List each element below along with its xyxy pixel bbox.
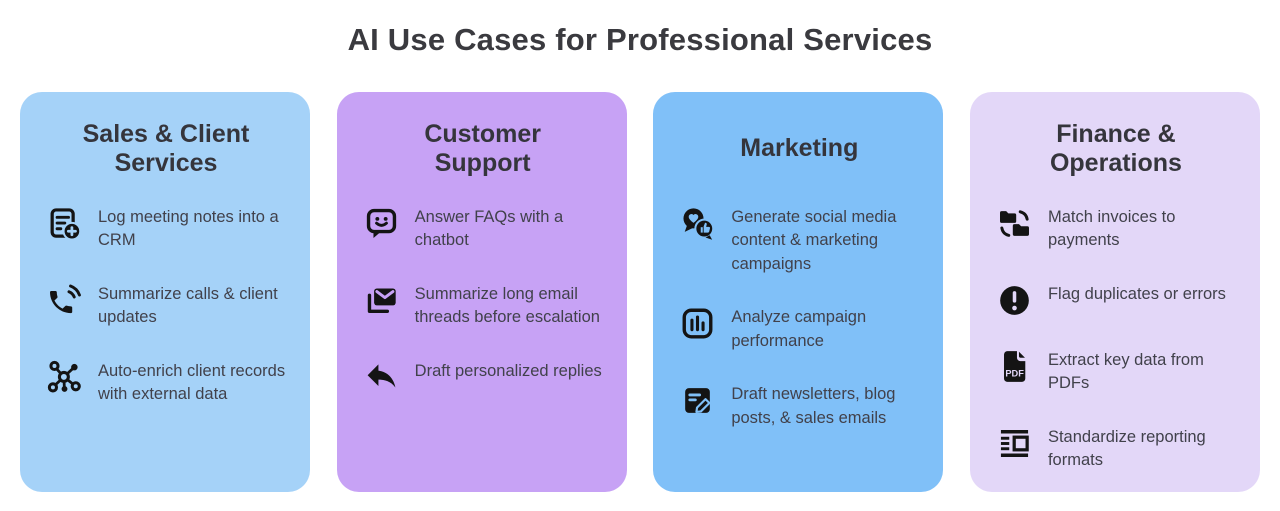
- list-item: Generate social media content & marketin…: [679, 204, 919, 276]
- phone-call-icon: [46, 282, 83, 319]
- list-item: Auto-enrich client records with external…: [46, 358, 286, 407]
- list-item: PDF Extract key data from PDFs: [996, 347, 1236, 396]
- card-finance-operations: Finance & Operations Match invoices to p…: [969, 92, 1260, 492]
- alert-circle-icon: [996, 282, 1033, 319]
- chatbot-smiley-icon: [363, 205, 400, 242]
- list-item: Analyze campaign performance: [679, 304, 919, 353]
- item-text: Auto-enrich client records with external…: [98, 361, 286, 404]
- card-sales-client-services: Sales & Client Services Log meeting note…: [20, 92, 310, 492]
- list-item: Summarize calls & client updates: [46, 281, 286, 330]
- note-add-icon: [46, 205, 83, 242]
- item-text: Match invoices to payments: [1047, 208, 1176, 250]
- item-text: Extract key data from PDFs: [1047, 350, 1204, 393]
- list-item: Match invoices to payments: [996, 204, 1236, 253]
- svg-text:PDF: PDF: [1005, 368, 1024, 378]
- social-engagement-icon: [679, 205, 716, 242]
- card-title: Marketing: [740, 134, 859, 163]
- network-nodes-icon: [46, 359, 83, 396]
- pdf-file-icon: PDF: [996, 348, 1033, 385]
- edit-document-icon: [679, 382, 716, 419]
- item-text: Standardize reporting formats: [1047, 427, 1206, 470]
- report-format-icon: [996, 425, 1033, 462]
- card-customer-support: Customer Support Answer FAQs with a chat…: [336, 92, 627, 492]
- list-item: Flag duplicates or errors: [996, 281, 1236, 319]
- card-title: Sales & Client Services: [82, 119, 250, 177]
- item-text: Summarize calls & client updates: [98, 284, 278, 327]
- page-title: AI Use Cases for Professional Services: [347, 22, 933, 57]
- card-marketing: Marketing Generate social media content …: [653, 92, 944, 492]
- folder-transfer-icon: [996, 205, 1033, 242]
- list-item: Summarize long email threads before esca…: [363, 281, 603, 330]
- list-item: Answer FAQs with a chatbot: [363, 204, 603, 253]
- list-item: Log meeting notes into a CRM: [46, 204, 286, 253]
- item-text: Analyze campaign performance: [731, 308, 867, 350]
- card-title: Customer Support: [424, 119, 541, 177]
- item-text: Summarize long email threads before esca…: [414, 284, 600, 327]
- item-text: Answer FAQs with a chatbot: [414, 208, 564, 250]
- item-text: Draft personalized replies: [414, 361, 602, 380]
- reply-arrow-icon: [363, 359, 400, 396]
- bar-chart-icon: [679, 305, 716, 342]
- email-stack-icon: [363, 282, 400, 319]
- list-item: Draft newsletters, blog posts, & sales e…: [679, 381, 919, 430]
- card-title: Finance & Operations: [1049, 119, 1182, 177]
- item-text: Generate social media content & marketin…: [731, 208, 897, 273]
- item-text: Flag duplicates or errors: [1047, 284, 1226, 303]
- item-text: Log meeting notes into a CRM: [98, 208, 279, 250]
- item-text: Draft newsletters, blog posts, & sales e…: [731, 385, 896, 427]
- cards-row: Sales & Client Services Log meeting note…: [0, 92, 1280, 492]
- list-item: Standardize reporting formats: [996, 424, 1236, 473]
- list-item: Draft personalized replies: [363, 358, 603, 396]
